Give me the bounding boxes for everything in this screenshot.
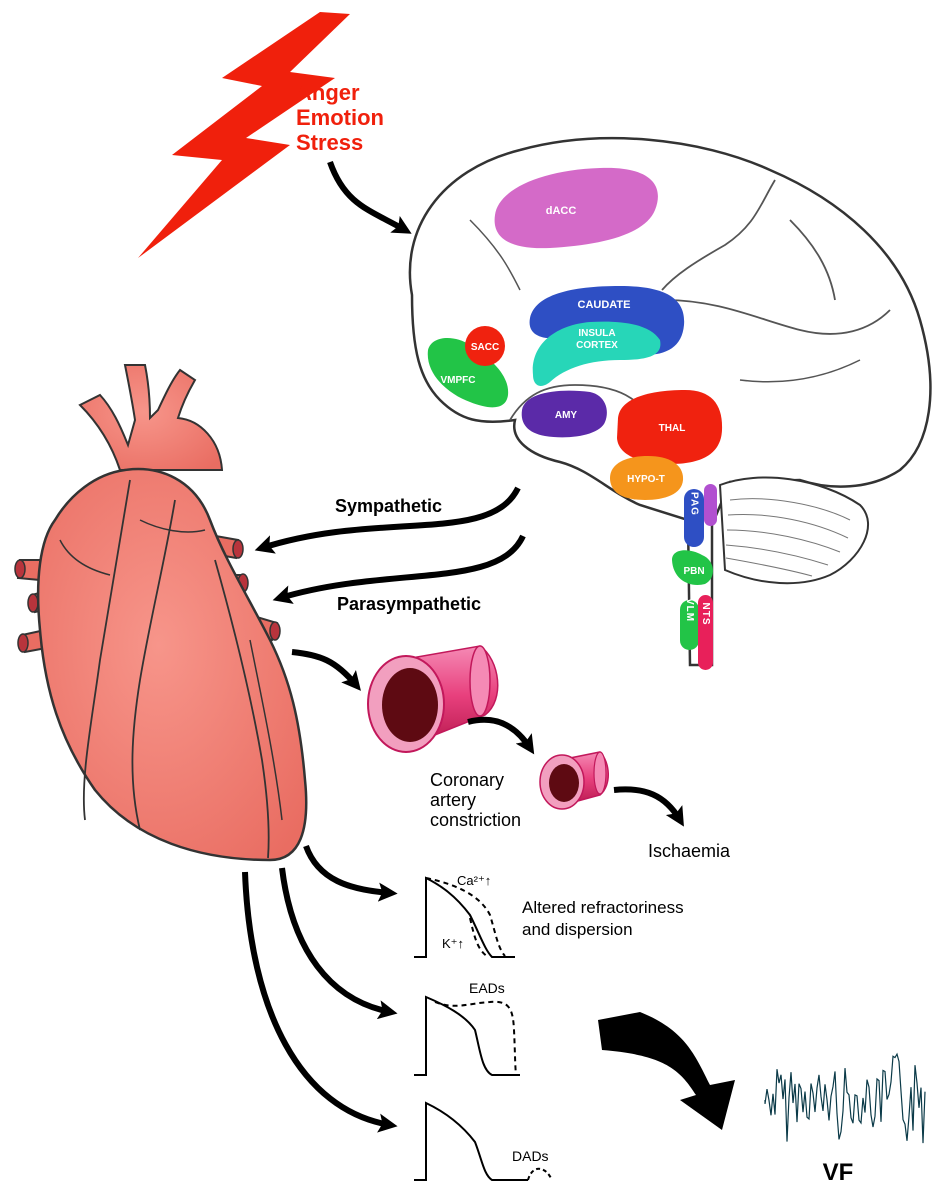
- arrow-to-vf: [598, 1012, 735, 1130]
- label-vf: VF: [823, 1159, 854, 1185]
- arrow-trigger-to-brain: [330, 162, 405, 230]
- region-nts-label: NTS: [700, 603, 711, 626]
- label-coronary: Coronary: [430, 770, 504, 790]
- label-potassium: K⁺↑: [442, 936, 464, 951]
- heart-illustration: [15, 365, 306, 860]
- region-pbn-label: PBN: [683, 566, 704, 577]
- label-coronary-constriction: Coronary artery constriction: [430, 770, 521, 830]
- region-insula-label-2: CORTEX: [576, 340, 618, 351]
- arrow-parasympathetic: [280, 536, 523, 598]
- arrow-to-dads: [245, 872, 390, 1125]
- trigger-anger: Anger: [296, 80, 360, 105]
- region-pag-label: PAG: [689, 492, 700, 516]
- arrow-vessel-to-small: [468, 720, 530, 748]
- label-refractoriness-2: and dispersion: [522, 920, 633, 939]
- region-thal: THAL: [617, 390, 722, 464]
- label-parasympathetic: Parasympathetic: [337, 594, 481, 614]
- trigger-stress: Stress: [296, 130, 363, 155]
- arrow-to-ischaemia: [614, 789, 680, 820]
- region-hypot: HYPO-T: [610, 456, 683, 500]
- coronary-artery-small: [540, 752, 608, 809]
- heart-body: [38, 469, 306, 860]
- label-eads: EADs: [469, 980, 505, 996]
- label-dads: DADs: [512, 1148, 549, 1164]
- action-potential-eads: EADs: [414, 980, 520, 1075]
- action-potential-refractoriness: Ca²⁺↑ K⁺↑: [414, 873, 515, 957]
- region-amy-label: AMY: [555, 410, 578, 421]
- region-vmpfc-label: VMPFC: [441, 375, 476, 386]
- label-refractoriness: Altered refractoriness and dispersion: [522, 898, 684, 939]
- label-calcium: Ca²⁺↑: [457, 873, 491, 888]
- region-nts: NTS: [698, 595, 713, 670]
- region-vlm: VLM: [680, 598, 699, 650]
- trigger-labels: Anger Emotion Stress: [296, 80, 384, 155]
- arrow-heart-to-vessel: [292, 652, 356, 685]
- region-caudate-label: CAUDATE: [578, 299, 631, 311]
- label-refractoriness-1: Altered refractoriness: [522, 898, 684, 917]
- label-artery: artery: [430, 790, 476, 810]
- trigger-emotion: Emotion: [296, 105, 384, 130]
- region-thal-label: THAL: [659, 423, 686, 434]
- region-sacc-label: SACC: [471, 342, 499, 353]
- coronary-artery-large: [368, 646, 498, 752]
- region-dacc-label: dACC: [546, 205, 577, 217]
- region-amy: AMY: [522, 391, 607, 438]
- region-sacc: SACC: [465, 326, 505, 366]
- label-constriction: constriction: [430, 810, 521, 830]
- vf-trace: VF: [765, 1054, 925, 1185]
- label-ischaemia: Ischaemia: [648, 841, 731, 861]
- region-vlm-label: VLM: [684, 598, 695, 622]
- region-insula-label-1: INSULA: [578, 328, 615, 339]
- label-sympathetic: Sympathetic: [335, 496, 442, 516]
- action-potential-dads: DADs: [414, 1103, 552, 1180]
- region-hypot-label: HYPO-T: [627, 474, 665, 485]
- arrow-to-refractoriness: [306, 846, 390, 893]
